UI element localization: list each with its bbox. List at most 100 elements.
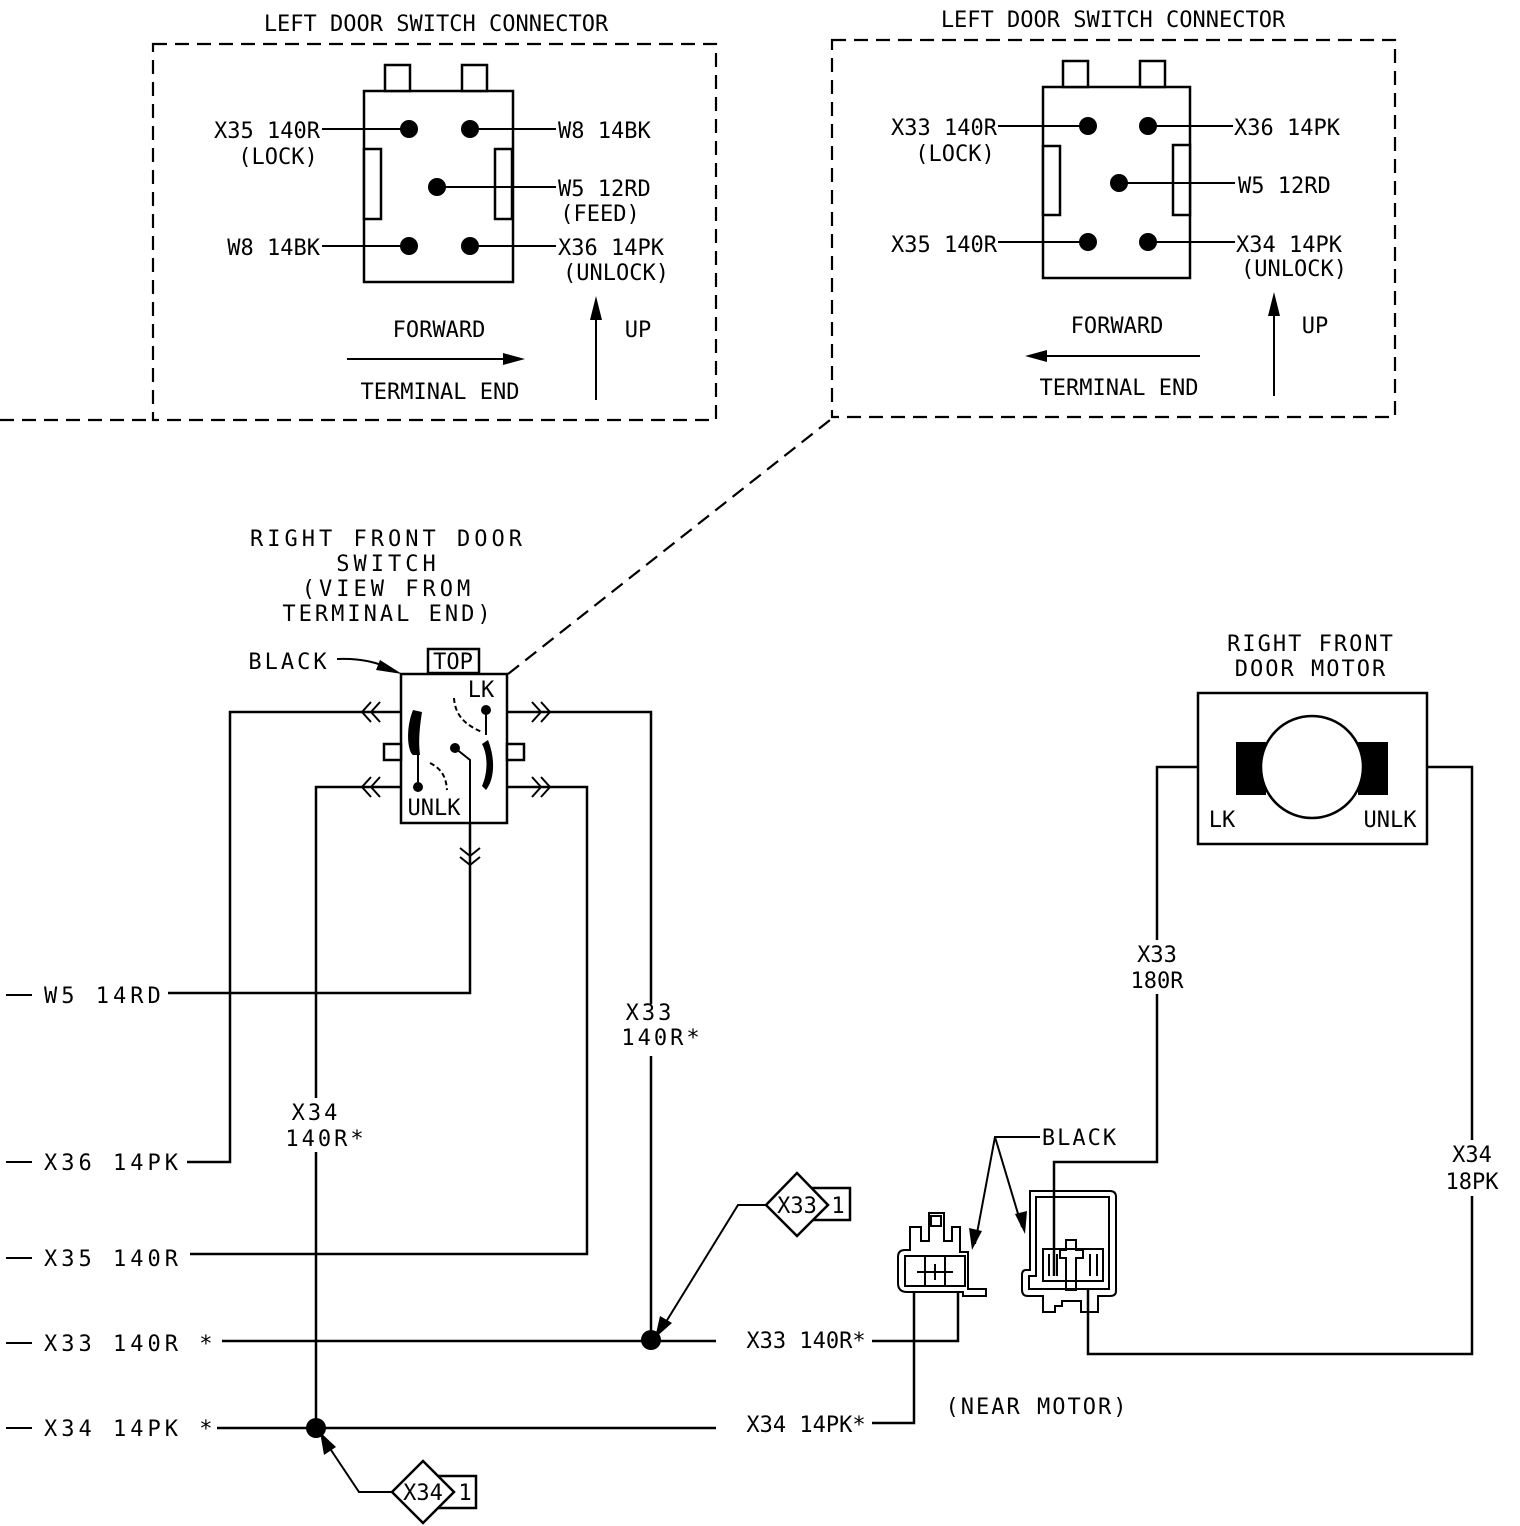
pin-note: (UNLOCK)	[563, 261, 669, 286]
pin-label: X36 14PK	[558, 236, 665, 261]
switch-tab	[382, 742, 403, 762]
near-motor-caption: (NEAR MOTOR)	[946, 1395, 1129, 1420]
arrow-icon	[655, 1316, 672, 1338]
wire-x34-to-connector	[872, 1292, 916, 1425]
splice-diamond	[764, 1171, 830, 1238]
pin-label: W8 14BK	[558, 119, 651, 144]
switch-title-line: RIGHT FRONT DOOR	[250, 527, 526, 552]
splice-number: 1	[831, 1194, 844, 1219]
connector-cavity	[904, 1255, 966, 1287]
wire-label: 18PK	[1446, 1170, 1500, 1195]
motor-title-line: DOOR MOTOR	[1235, 657, 1387, 682]
arrow-icon	[1015, 1211, 1027, 1234]
arrow-up-icon	[590, 296, 602, 320]
up-label: UP	[1302, 314, 1329, 339]
arrow-up-icon	[1268, 292, 1280, 316]
splice-x34: X34 1	[320, 1432, 478, 1525]
unlk-label: UNLK	[408, 796, 462, 821]
connector-key	[362, 147, 383, 221]
splice-number: 1	[458, 1481, 471, 1506]
wire-label: X33	[1137, 943, 1177, 968]
pin-note: (LOCK)	[238, 145, 317, 170]
inset-right-border	[830, 38, 1397, 419]
wire-x35	[190, 785, 589, 1256]
wire-label-left: X33 140R *	[44, 1332, 216, 1357]
pin-label: X35 140R	[214, 119, 321, 144]
arrow-left-icon	[1025, 350, 1047, 362]
splice-diamond	[390, 1459, 456, 1525]
contact-arm	[482, 740, 494, 790]
wire-label-left: X34 14PK *	[44, 1417, 216, 1442]
top-label: TOP	[433, 650, 473, 675]
motor-lk-label: LK	[1209, 808, 1236, 833]
leader-dash-right	[507, 419, 831, 675]
door-motor: RIGHT FRONT DOOR MOTOR LK UNLK	[1196, 632, 1429, 846]
pin-note: (LOCK)	[915, 142, 994, 167]
wire-label: 180R	[1131, 969, 1185, 994]
pin-label: X33 140R	[891, 116, 998, 141]
connector-inset-left: LEFT DOOR SWITCH CONNECTOR X35 140R (LOC…	[0, 12, 718, 422]
inset-left-border	[151, 42, 718, 422]
pin-label: X36 14PK	[1234, 116, 1341, 141]
arrow-icon	[969, 1228, 982, 1250]
connector-latch	[1138, 59, 1167, 89]
terminal-end-label: TERMINAL END	[1040, 376, 1199, 401]
wire-x33-to-connector	[872, 1292, 960, 1343]
wire-x33-upper	[507, 710, 653, 1004]
switch-title-line: (VIEW FROM	[302, 577, 474, 602]
wire-x36	[187, 710, 401, 1164]
wire-x34-motor-lower	[1086, 1196, 1474, 1356]
near-motor-connectors: BLACK (NEAR MOTOR)	[897, 1126, 1129, 1420]
motor-icon	[1259, 714, 1365, 820]
connector-shell	[1021, 1190, 1117, 1313]
connector-left-title: LEFT DOOR SWITCH CONNECTOR	[264, 12, 609, 37]
motor-title-line: RIGHT FRONT	[1227, 632, 1395, 657]
pin-label: W5 12RD	[1238, 174, 1331, 199]
up-label: UP	[625, 318, 652, 343]
wire-x33-motor-lower	[1052, 994, 1159, 1276]
connector-key	[1041, 144, 1062, 217]
lk-label: LK	[468, 678, 495, 703]
arrow-right-icon	[503, 353, 525, 365]
wire-label: X33 140R*	[746, 1329, 865, 1354]
pin-label: W8 14BK	[227, 236, 320, 261]
wire-x34-upper	[314, 785, 401, 1098]
connector-latch	[460, 63, 489, 93]
wire-label: X34	[1452, 1143, 1492, 1168]
contact-arm	[408, 710, 422, 755]
wire-label: 140R*	[285, 1127, 366, 1152]
wire-label-left: X36 14PK	[44, 1151, 182, 1176]
pin-note: (UNLOCK)	[1241, 257, 1347, 282]
wire-label: 140R*	[621, 1026, 702, 1051]
connector-inset-right: LEFT DOOR SWITCH CONNECTOR X33 140R (LOC…	[830, 8, 1397, 419]
splice-x33: X33 1	[655, 1171, 852, 1338]
connector-key	[493, 147, 514, 221]
splice-id: X33	[777, 1194, 817, 1219]
connector-cavity	[1042, 1248, 1104, 1282]
wire-w5	[168, 823, 472, 995]
black-label: BLACK	[248, 650, 329, 675]
forward-label: FORWARD	[393, 318, 486, 343]
black-label: BLACK	[1042, 1126, 1118, 1151]
switch-title-line: SWITCH	[336, 552, 439, 577]
connector-latch	[930, 1215, 942, 1227]
motor-unlk-label: UNLK	[1364, 808, 1418, 833]
door-switch: RIGHT FRONT DOOR SWITCH (VIEW FROM TERMI…	[248, 527, 552, 867]
splice-id: X34	[403, 1481, 443, 1506]
arrow-icon	[320, 1432, 336, 1455]
wire-label: X34 14PK*	[746, 1413, 865, 1438]
wire-label: X33	[626, 1001, 675, 1026]
switch-tab	[505, 742, 526, 762]
switch-title-line: TERMINAL END)	[282, 602, 493, 627]
forward-label: FORWARD	[1071, 314, 1164, 339]
connector-shell	[897, 1212, 987, 1297]
connector-key	[1171, 143, 1192, 217]
pin-label: W5 12RD	[558, 177, 651, 202]
arrow-icon	[376, 660, 402, 674]
wire-label-left: X35 140R	[44, 1247, 182, 1272]
top-marker	[426, 647, 481, 675]
connector-latch	[383, 63, 412, 93]
pin-label: X35 140R	[891, 233, 998, 258]
wire-label: X34	[292, 1101, 341, 1126]
